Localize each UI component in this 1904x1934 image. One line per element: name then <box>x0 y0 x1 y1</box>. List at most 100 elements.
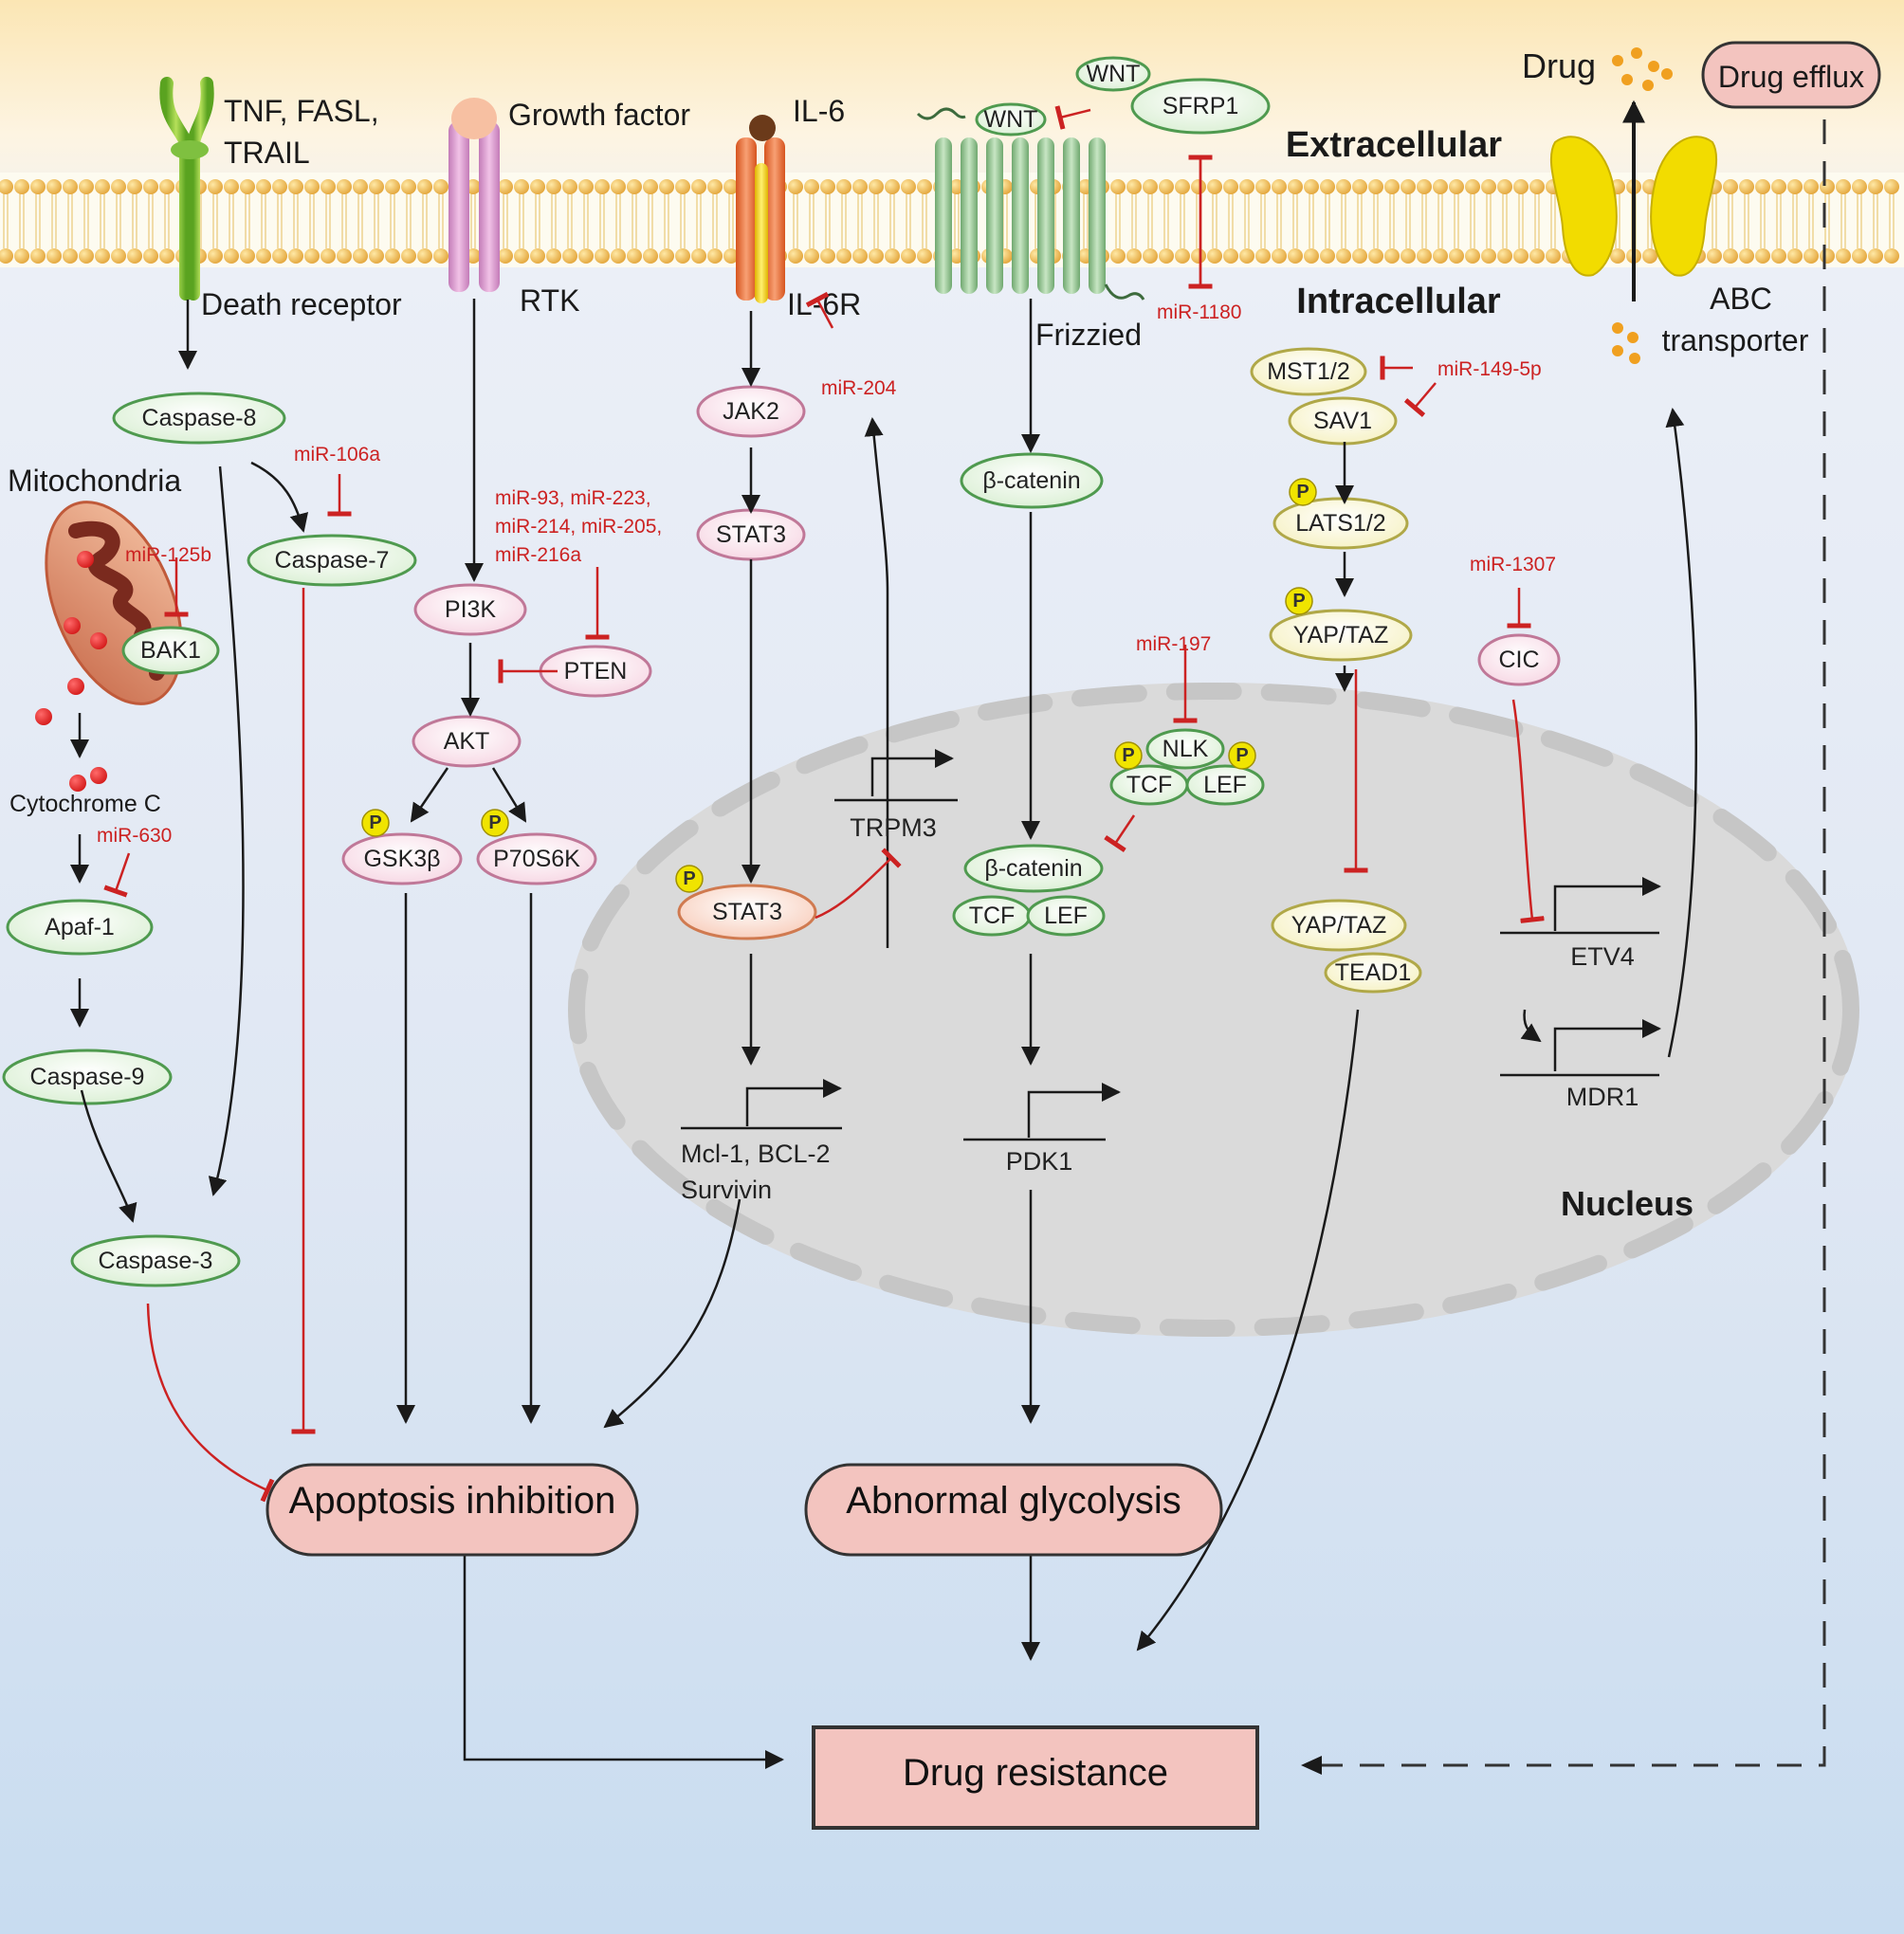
lats12-label: LATS1/2 <box>1295 510 1385 537</box>
caspase7-node: Caspase-7 <box>247 534 417 587</box>
yaptaz-node: YAP/TAZ <box>1269 609 1413 662</box>
wnt2-node: WNT <box>975 102 1047 137</box>
phospho-marker: P <box>481 809 509 837</box>
nucleus-label: Nucleus <box>1561 1184 1693 1223</box>
tcf-node: TCF <box>952 895 1032 937</box>
caspase3-node: Caspase-3 <box>70 1234 241 1287</box>
activation-edges <box>70 299 1697 1769</box>
phospho-marker: P <box>1285 587 1313 615</box>
beta-catenin-nuc-node: β-catenin <box>963 844 1104 893</box>
mir216a-label: miR-216a <box>495 544 581 566</box>
etv4-gene: ETV4 <box>1570 942 1635 971</box>
drug-efflux-badge <box>1701 41 1881 109</box>
phospho-label: P <box>1122 745 1134 766</box>
drug-resistance-box <box>812 1725 1259 1830</box>
wnt1-node: WNT <box>1075 56 1151 92</box>
caspase9-label: Caspase-9 <box>30 1064 145 1090</box>
sav1-label: SAV1 <box>1313 408 1372 434</box>
caspase9-node: Caspase-9 <box>2 1049 173 1105</box>
sav1-node: SAV1 <box>1288 396 1398 446</box>
akt-node: AKT <box>412 715 522 768</box>
caspase3-label: Caspase-3 <box>99 1248 213 1274</box>
tnf-ligand-label: TNF, FASL, <box>224 94 379 128</box>
abc-transporter-icon <box>1550 136 1717 277</box>
promoter-symbols <box>745 749 1661 1138</box>
phospho-marker: P <box>1228 741 1256 770</box>
lef2-node: LEF <box>1185 764 1265 806</box>
trpm3-gene: TRPM3 <box>850 813 937 842</box>
lef2-label: LEF <box>1203 772 1247 798</box>
node-layer: Caspase-8Caspase-7BAK1Apaf-1Caspase-9Cas… <box>2 56 1561 1287</box>
phospho-label: P <box>369 812 381 833</box>
gsk3b-label: GSK3β <box>363 846 440 872</box>
pi3k-node: PI3K <box>413 583 527 636</box>
mir214-label: miR-214, miR-205, <box>495 516 662 538</box>
tcf2-label: TCF <box>1126 772 1173 798</box>
lef-label: LEF <box>1044 903 1088 929</box>
wnt2-label: WNT <box>984 106 1038 133</box>
p70s6k-label: P70S6K <box>493 846 580 872</box>
phospho-marker: P <box>361 809 390 837</box>
stat3-node: STAT3 <box>696 508 806 561</box>
abnormal-glycolysis-label: Abnormal glycolysis <box>846 1480 1181 1522</box>
abnormal-glycolysis-box <box>804 1463 1223 1557</box>
cytochrome-c-label: Cytochrome C <box>9 791 161 817</box>
phospho-label: P <box>1236 745 1248 766</box>
bak1-node: BAK1 <box>121 626 220 675</box>
mir106a-label: miR-106a <box>294 444 380 465</box>
mir93-label: miR-93, miR-223, <box>495 487 651 509</box>
phospho-label: P <box>1292 591 1305 611</box>
phospho-label: P <box>1296 482 1309 502</box>
beta-catenin-node: β-catenin <box>960 452 1104 509</box>
mir149-label: miR-149-5p <box>1437 358 1542 380</box>
drug-dots-outside-icon <box>1612 47 1673 91</box>
lats12-node: LATS1/2 <box>1272 497 1409 550</box>
nlk-node: NLK <box>1145 728 1225 770</box>
stat3-nuc-label: STAT3 <box>712 899 782 925</box>
jak2-node: JAK2 <box>696 385 806 438</box>
tcf-label: TCF <box>969 903 1016 929</box>
trail-ligand-label: TRAIL <box>224 136 310 170</box>
death-receptor-icon <box>159 77 214 301</box>
gsk3b-node: GSK3β <box>341 832 463 885</box>
mdr1-gene: MDR1 <box>1566 1083 1639 1111</box>
caspase8-node: Caspase-8 <box>112 392 286 445</box>
survivin-gene: Survivin <box>681 1176 772 1204</box>
wnt1-label: WNT <box>1087 61 1141 87</box>
phospho-label: P <box>488 812 501 833</box>
sfrp1-node: SFRP1 <box>1130 78 1271 135</box>
yaptaz-nuc-label: YAP/TAZ <box>1291 912 1386 939</box>
drug-label: Drug <box>1522 46 1596 85</box>
rtk-receptor-icon <box>449 98 500 292</box>
beta-catenin-label: β-catenin <box>982 467 1080 494</box>
apoptosis-inhibition-label: Apoptosis inhibition <box>289 1480 616 1522</box>
cic-node: CIC <box>1477 633 1561 686</box>
apoptosis-inhibition-box <box>265 1463 639 1557</box>
mitochondria-label: Mitochondria <box>8 464 181 498</box>
mir1307-label: miR-1307 <box>1470 554 1556 575</box>
gene-baselines <box>681 798 1659 1141</box>
akt-label: AKT <box>444 728 490 755</box>
efflux-feedback-path <box>1301 119 1826 1775</box>
death-receptor-label: Death receptor <box>201 287 402 321</box>
bak1-label: BAK1 <box>140 637 201 664</box>
phospho-label: P <box>683 868 695 889</box>
drug-efflux-label: Drug efflux <box>1718 60 1864 94</box>
mir1180-label: miR-1180 <box>1157 301 1241 323</box>
il6r-label: IL-6R <box>787 287 861 321</box>
extracellular-label: Extracellular <box>1286 125 1502 165</box>
mir125b-label: miR-125b <box>125 544 211 566</box>
pten-node: PTEN <box>539 645 652 698</box>
mir204-label: miR-204 <box>821 377 897 399</box>
phospho-marker: P <box>1289 478 1317 506</box>
frizzled-receptor-icon <box>916 107 1145 301</box>
p70s6k-node: P70S6K <box>476 832 597 885</box>
jak2-label: JAK2 <box>723 398 779 425</box>
mir197-label: miR-197 <box>1136 633 1211 655</box>
yaptaz-label: YAP/TAZ <box>1293 622 1388 648</box>
nucleus <box>569 683 1858 1337</box>
phospho-marker: P <box>675 865 704 893</box>
mst12-node: MST1/2 <box>1250 347 1367 396</box>
